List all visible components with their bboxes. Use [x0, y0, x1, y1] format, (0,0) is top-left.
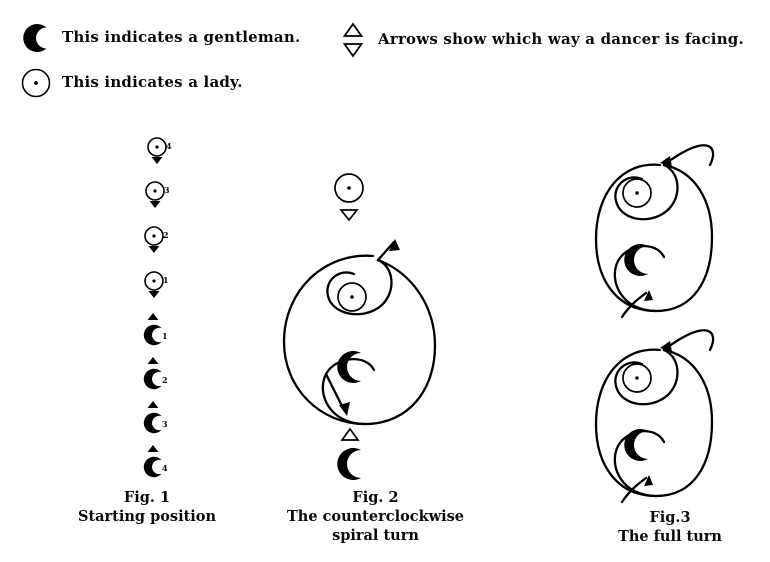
lady-symbol	[144, 271, 164, 298]
caption-line: Fig.3	[649, 509, 691, 526]
gentleman-symbol	[337, 351, 361, 383]
lady-circle-dot-icon	[21, 68, 51, 98]
dancer-index: 4	[162, 463, 168, 473]
gentleman-symbol	[143, 445, 162, 478]
gentleman-symbol	[143, 401, 162, 434]
lady-symbol	[337, 282, 367, 312]
gentleman-symbol	[143, 313, 162, 346]
dancer-index: 2	[162, 375, 168, 385]
figure-3	[560, 135, 750, 504]
lady-symbol	[622, 363, 652, 393]
lady-symbol	[622, 178, 652, 208]
gentleman-symbol	[624, 429, 648, 461]
figure-1-caption: Fig. 1 Starting position	[62, 488, 232, 526]
caption-line: Fig. 2	[352, 489, 399, 506]
double-arrow-icon	[342, 22, 364, 58]
dancer-index: 4	[166, 141, 172, 151]
legend-arrows-label: Arrows show which way a dancer is facing…	[378, 30, 744, 48]
caption-line: The counterclockwise	[286, 508, 465, 525]
caption-line: Starting position	[77, 508, 217, 525]
dancer-index: 3	[162, 419, 168, 429]
gentleman-symbol	[143, 357, 162, 390]
dancer-index: 3	[164, 185, 170, 195]
caption-line: Fig. 1	[123, 489, 171, 506]
dancer-index: 1	[163, 275, 169, 285]
figure-3-caption: Fig.3 The full turn	[585, 508, 755, 546]
dancer-index: 2	[163, 230, 169, 240]
lady-symbol	[144, 226, 164, 253]
lady-symbol	[145, 181, 165, 208]
caption-line: spiral turn	[332, 527, 419, 544]
legend-gentleman-label: This indicates a gentleman.	[62, 28, 301, 46]
dancer-index: 1	[162, 331, 168, 341]
gentleman-crescent-icon	[23, 24, 47, 52]
counterclockwise-spiral-path	[282, 239, 437, 426]
gentleman-symbol	[624, 244, 648, 276]
full-turn-loop-path	[594, 144, 715, 319]
figure-2-caption: Fig. 2 The counterclockwise spiral turn	[268, 488, 483, 545]
gentleman-symbol	[337, 427, 361, 480]
legend-lady-label: This indicates a lady.	[62, 73, 243, 91]
figure-1: 4 3 2 1 1	[120, 125, 240, 485]
lady-symbol	[147, 137, 167, 164]
figure-2	[270, 160, 470, 490]
lady-symbol	[334, 173, 364, 222]
full-turn-loop-path	[594, 329, 715, 504]
caption-line: The full turn	[618, 528, 722, 545]
